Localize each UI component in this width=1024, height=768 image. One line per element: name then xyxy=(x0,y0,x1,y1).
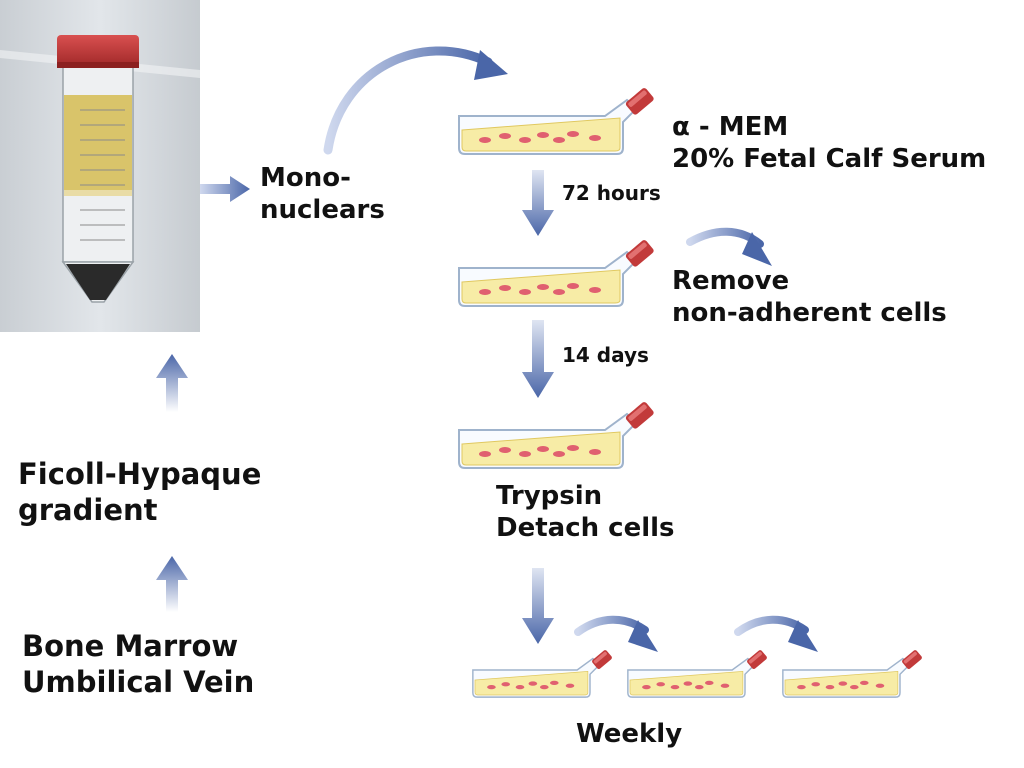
arrow-up-lower xyxy=(156,556,188,612)
remove-line1: Remove xyxy=(672,266,790,296)
arrow-curve-to-flask xyxy=(323,46,493,155)
arrow-down-72h xyxy=(522,170,554,236)
remove-line2: non-adherent cells xyxy=(672,298,947,328)
tube-cap xyxy=(57,35,139,67)
culture-flask-5 xyxy=(627,650,769,698)
arrow-right-mono xyxy=(200,176,250,202)
source-label: Bone Marrow Umbilical Vein xyxy=(22,628,254,700)
step2-time-label: 14 days xyxy=(562,343,649,367)
source-line1: Bone Marrow xyxy=(22,629,239,663)
trypsin-label: Trypsin Detach cells xyxy=(496,480,675,544)
source-line2: Umbilical Vein xyxy=(22,665,255,699)
gradient-line1: Ficoll-Hypaque xyxy=(18,457,262,491)
culture-flask-1 xyxy=(458,88,656,155)
gradient-line2: gradient xyxy=(18,493,158,527)
medium-line1: α - MEM xyxy=(672,112,789,142)
remove-label: Remove non-adherent cells xyxy=(672,265,947,329)
trypsin-line2: Detach cells xyxy=(496,513,675,543)
tube-photo xyxy=(0,0,200,332)
centrifuge-tube xyxy=(57,35,139,303)
culture-flask-4 xyxy=(472,650,614,698)
culture-flask-3 xyxy=(458,402,656,469)
mono-line2: nuclears xyxy=(260,195,385,225)
arrow-down-weekly xyxy=(522,568,554,644)
arrow-down-14d xyxy=(522,320,554,398)
gradient-label: Ficoll-Hypaque gradient xyxy=(18,456,261,528)
mononuclears-label: Mono- nuclears xyxy=(260,162,385,226)
medium-line2: 20% Fetal Calf Serum xyxy=(672,144,987,174)
arrow-up-upper xyxy=(156,354,188,412)
trypsin-line1: Trypsin xyxy=(496,481,603,511)
culture-flask-2 xyxy=(458,240,656,307)
medium-label: α - MEM 20% Fetal Calf Serum xyxy=(672,111,986,175)
culture-flask-6 xyxy=(782,650,924,698)
weekly-label: Weekly xyxy=(576,719,683,749)
mono-line1: Mono- xyxy=(260,163,351,193)
step1-time-label: 72 hours xyxy=(562,181,661,205)
